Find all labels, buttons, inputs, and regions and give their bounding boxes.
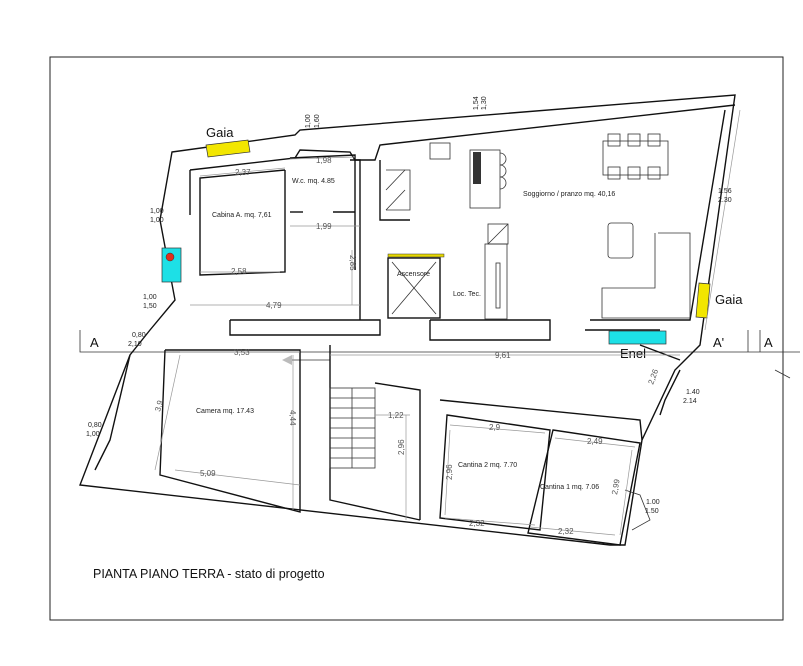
room-wc [289,154,356,270]
opening-dim: 1,60 [314,114,321,128]
dim-2-32-right: 2,32 [558,527,574,536]
room-label-wc: W.c. mq. 4.85 [292,178,335,185]
drawing-title: PIANTA PIANO TERRA - stato di progetto [93,567,325,581]
room-label-cabina: Cabina A. mq. 7,61 [212,212,272,219]
dimension-lines [154,109,741,536]
label-gaia-right: Gaia [715,292,743,307]
opening-dim: 1,00 [305,114,312,128]
section-mark-a-prime: A' [713,335,724,350]
kitchen-furniture [385,142,509,320]
opening-dim: 1,54 [473,96,480,110]
opening-dim: 0,80 [88,422,102,429]
dim-3-9: 3,9 [153,399,165,413]
opening-dim: 0,80 [132,332,146,339]
dim-2-9: 2,9 [489,423,501,432]
dining-table [602,133,669,180]
dim-2-26: 2,26 [646,367,660,385]
sofa [601,222,691,319]
dim-2-49: 2,49 [587,437,603,446]
dim-2-32-left: 2,32 [469,519,485,528]
boiler-marker-icon [165,252,175,262]
opening-dim: 1,00 [143,294,157,301]
elevator [387,253,445,319]
opening-dim: 2.14 [683,398,697,405]
building-walls [79,94,736,546]
room-cabina [199,169,286,276]
room-label-cantina-1: Cantina 1 mq. 7.06 [540,484,599,491]
room-cantina-2 [439,414,551,531]
opening-dim: 1,00 [150,208,164,215]
dim-1-98: 1,98 [316,156,332,165]
opening-dimensions: 1,00 1,00 1,00 1,50 1.56 2.30 1.40 2.14 … [86,96,732,515]
room-label-loc-tec: Loc. Tec. [453,291,481,298]
opening-dim: 1.00 [646,499,660,506]
opening-dim: 1,30 [481,96,488,110]
opening-dim: 1,50 [143,303,157,310]
opening-dim: 1,00 [86,431,100,438]
label-gaia-top: Gaia [206,125,234,140]
section-mark-a-left: A [90,335,99,350]
section-arrow-icon [282,355,292,365]
dim-2-58: 2,58 [231,267,247,276]
stairs [329,387,376,469]
dim-4-79: 4,79 [266,301,282,310]
dim-5-09: 5,09 [200,469,216,478]
label-enel: Enel [620,346,646,361]
sheet-frame [49,56,784,621]
dim-9-61: 9,61 [495,351,511,360]
opening-dim: 1,00 [150,217,164,224]
room-cantina-1 [527,429,651,546]
section-line [79,330,800,379]
opening-dim: 2,10 [128,341,142,348]
room-label-cantina-2: Cantina 2 mq. 7.70 [458,462,517,469]
dim-2-99: 2,99 [610,478,622,495]
dim-1-22: 1,22 [388,411,404,420]
enel-meter [608,330,667,345]
gaia-meter-top [205,139,251,158]
dim-1-99: 1,99 [316,222,332,231]
dim-2-37: 2,37 [235,168,251,177]
opening-dim: 2.30 [718,197,732,204]
dim-4-44: 4,44 [288,410,297,426]
opening-dim: 1.40 [686,389,700,396]
room-label-camera: Camera mq. 17.43 [196,408,254,415]
room-label-soggiorno: Soggiorno / pranzo mq. 40,16 [523,191,615,198]
dim-2-96-cantina: 2,96 [445,464,454,480]
section-mark-a-right: A [764,335,773,350]
dim-2-85: 2,85 [348,255,357,271]
dim-3-53: 3,53 [234,348,250,357]
opening-dim: 1.50 [645,508,659,515]
room-label-ascensore: Ascensore [397,271,430,278]
dim-2-96: 2,96 [397,439,406,455]
opening-dim: 1.56 [718,188,732,195]
